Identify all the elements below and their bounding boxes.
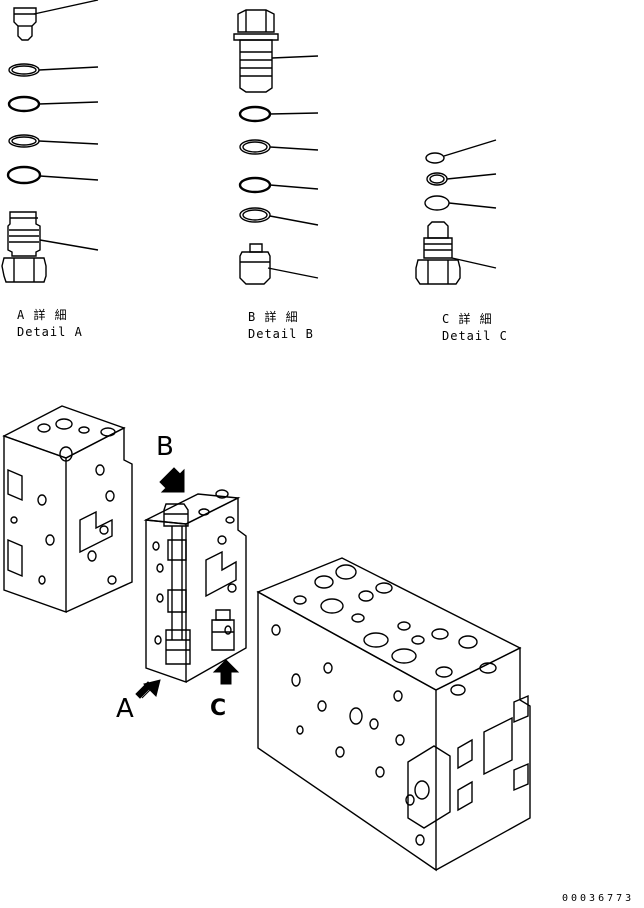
detail-a-oring-1 <box>9 64 98 76</box>
left-valve-section <box>4 406 132 612</box>
view-arrow-a <box>136 680 160 698</box>
detail-a-spool-cap <box>14 0 98 40</box>
view-label-a: A <box>116 694 134 724</box>
detail-a-label-jp: A 詳 細 <box>17 308 68 322</box>
detail-c-label-en: Detail C <box>442 329 508 343</box>
detail-b-oring-4 <box>240 208 318 225</box>
detail-b-oring-2 <box>240 140 318 154</box>
detail-a-valve-body <box>2 212 98 282</box>
right-valve-body <box>258 558 530 870</box>
view-arrow-b <box>160 468 184 492</box>
detail-b-label-en: Detail B <box>248 327 314 341</box>
detail-b-oring-3 <box>240 178 318 192</box>
view-label-c: C <box>210 696 227 721</box>
detail-b-label-jp: B 詳 細 <box>248 310 299 324</box>
detail-c-group <box>416 140 496 284</box>
detail-a-label-en: Detail A <box>17 325 83 339</box>
detail-c-ring-1 <box>426 140 496 163</box>
view-label-b: B <box>156 432 174 462</box>
detail-a-oring-2 <box>9 97 98 111</box>
detail-c-ring-2 <box>427 173 496 185</box>
detail-b-plug <box>234 10 318 92</box>
detail-c-relief-valve <box>416 222 496 284</box>
detail-a-group <box>2 0 98 282</box>
detail-b-oring-1 <box>240 107 318 121</box>
detail-b-group <box>234 10 318 284</box>
middle-valve-section <box>146 490 246 682</box>
drawing-number: 00036773 <box>562 893 635 904</box>
detail-a-oring-4 <box>8 167 98 183</box>
detail-c-ring-3 <box>425 196 496 210</box>
view-arrow-c <box>214 660 238 684</box>
detail-a-oring-3 <box>9 135 98 147</box>
detail-c-label-jp: C 詳 細 <box>442 312 493 326</box>
detail-b-piston <box>240 244 318 284</box>
